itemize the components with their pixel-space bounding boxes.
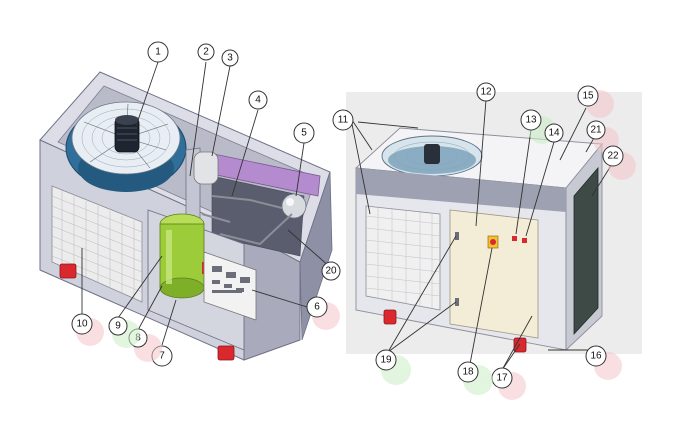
right-unit-fan-motor	[424, 144, 440, 164]
left-unit-cutaway	[39, 71, 333, 361]
svg-text:22: 22	[607, 151, 619, 162]
callout-6: 6	[306, 296, 340, 330]
callout-16: 16	[585, 345, 622, 380]
callout-18: 18	[457, 361, 493, 395]
right-unit-access-panel	[449, 209, 539, 339]
svg-text:9: 9	[115, 321, 121, 332]
electrical-panel-components	[212, 266, 250, 293]
svg-text:19: 19	[380, 355, 392, 366]
svg-text:2: 2	[203, 47, 209, 58]
right-unit-closed	[346, 92, 642, 354]
svg-text:3: 3	[227, 53, 233, 64]
svg-text:17: 17	[496, 373, 508, 384]
panel-latch-lower	[455, 298, 459, 306]
callout-22: 22	[602, 145, 636, 180]
svg-text:14: 14	[548, 128, 560, 139]
svg-text:10: 10	[76, 319, 88, 330]
left-unit-side-strip	[299, 171, 333, 341]
callout-19: 19	[375, 349, 411, 385]
callout-17: 17	[491, 367, 526, 400]
callout-10: 10	[71, 313, 104, 346]
callout-15: 15	[577, 85, 614, 118]
gauge-port	[512, 236, 517, 241]
svg-text:11: 11	[338, 115, 349, 126]
svg-text:16: 16	[590, 351, 602, 362]
callout-14: 14	[544, 123, 564, 143]
left-unit-grille-lines	[51, 190, 143, 298]
svg-text:7: 7	[159, 351, 165, 362]
svg-text:15: 15	[582, 91, 594, 102]
svg-text:21: 21	[590, 125, 602, 136]
accumulator-sphere	[281, 193, 307, 219]
svg-text:13: 13	[525, 115, 537, 126]
right-unit-side-coil	[573, 166, 599, 336]
svg-text:1: 1	[155, 47, 161, 58]
svg-text:18: 18	[462, 367, 474, 378]
svg-text:6: 6	[314, 302, 320, 313]
callout-12: 12	[476, 82, 496, 102]
callouts: 1 2 3 4 5 6 7 8	[71, 41, 636, 400]
pressure-vessel	[193, 151, 219, 185]
callout-5: 5	[293, 122, 315, 144]
callout-2: 2	[197, 43, 215, 61]
right-unit-coil-grille	[365, 205, 441, 311]
refrigerant-pipes	[201, 195, 293, 246]
svg-text:5: 5	[301, 128, 307, 139]
callout-9: 9	[108, 316, 140, 348]
svg-text:4: 4	[255, 95, 261, 106]
left-unit-foot-left	[59, 263, 77, 279]
panel-latch-upper	[455, 232, 459, 240]
right-unit-front-band	[356, 168, 566, 212]
right-unit-foot-left	[383, 309, 397, 325]
callout-1: 1	[147, 41, 169, 63]
svg-text:20: 20	[325, 266, 337, 277]
callout-11: 11	[332, 109, 354, 131]
left-unit-foot-right	[217, 345, 235, 361]
callout-4: 4	[248, 90, 268, 110]
svg-text:12: 12	[480, 87, 492, 98]
callout-20: 20	[321, 261, 341, 281]
leader-lines	[81, 61, 613, 371]
callout-3: 3	[221, 49, 239, 67]
